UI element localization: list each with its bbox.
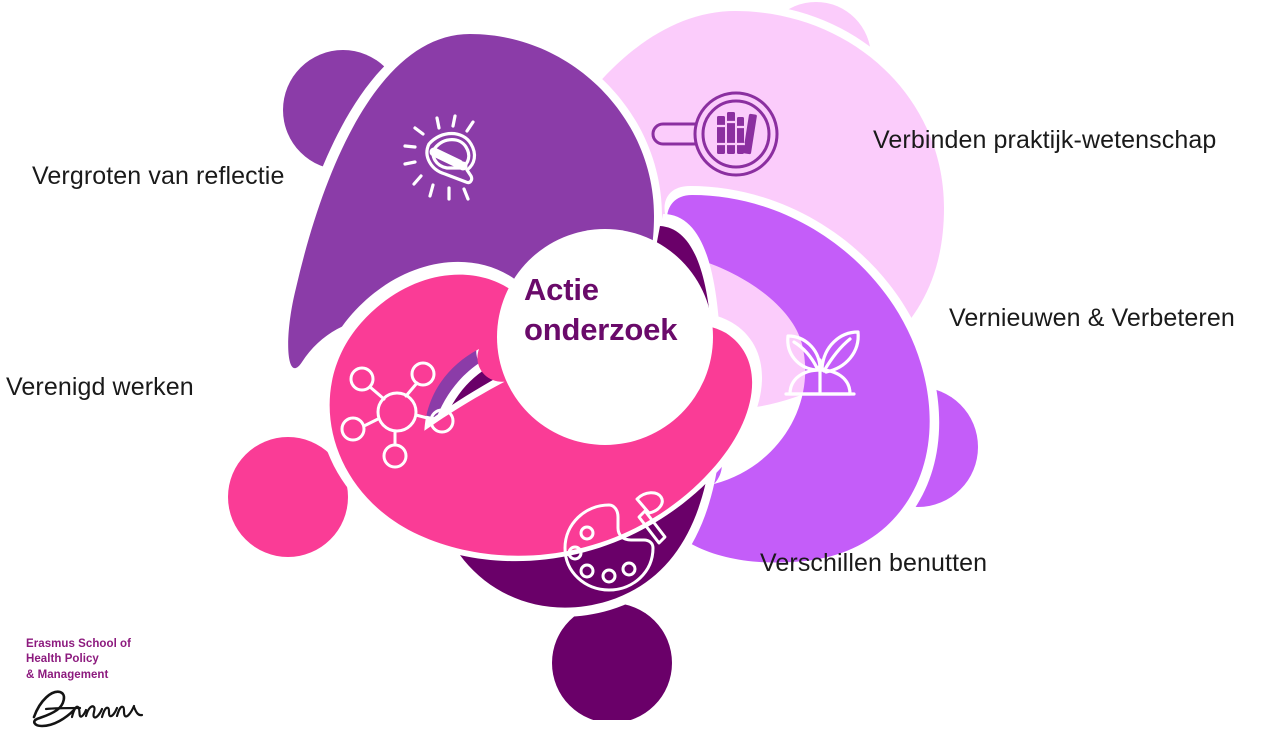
center-title-line1: Actie: [524, 272, 599, 307]
petal-label-vergroten-van-reflectie: Vergroten van reflectie: [32, 162, 285, 190]
center-core: [497, 229, 713, 445]
brand-line-2: Health Policy: [26, 653, 99, 666]
brand-line-3: & Management: [26, 668, 109, 681]
network-hub-icon: [340, 361, 455, 469]
satellite-dot-verenigd: [228, 437, 348, 557]
petal-label-verschillen-benutten: Verschillen benutten: [760, 549, 988, 577]
center-title-line2: onderzoek: [524, 311, 678, 347]
petal-label-vernieuwen-verbeteren: Vernieuwen & Verbeteren: [949, 304, 1235, 332]
infographic-canvas: Actie onderzoek Vergroten van reflectie …: [6, 0, 1235, 728]
palette-brush-icon: [563, 491, 667, 592]
center-title: Actie onderzoek: [524, 270, 754, 350]
erasmus-logo: Erasmus School of Health Policy & Manage…: [26, 637, 236, 735]
lightbulb-icon: [403, 114, 477, 201]
petal-label-verbinden-praktijk-wetenschap: Verbinden praktijk-wetenschap: [873, 126, 1217, 154]
brand-line-1: Erasmus School of: [26, 638, 132, 650]
satellite-dot-verschillen: [552, 603, 672, 720]
sprout-icon: [784, 330, 860, 396]
spiral-diagram: [228, 2, 978, 720]
erasmus-signature-icon: [32, 690, 144, 728]
petal-label-verenigd-werken: Verenigd werken: [6, 373, 194, 401]
brand-name: Erasmus School of Health Policy & Manage…: [26, 637, 236, 683]
magnifier-books-icon: [651, 91, 779, 177]
